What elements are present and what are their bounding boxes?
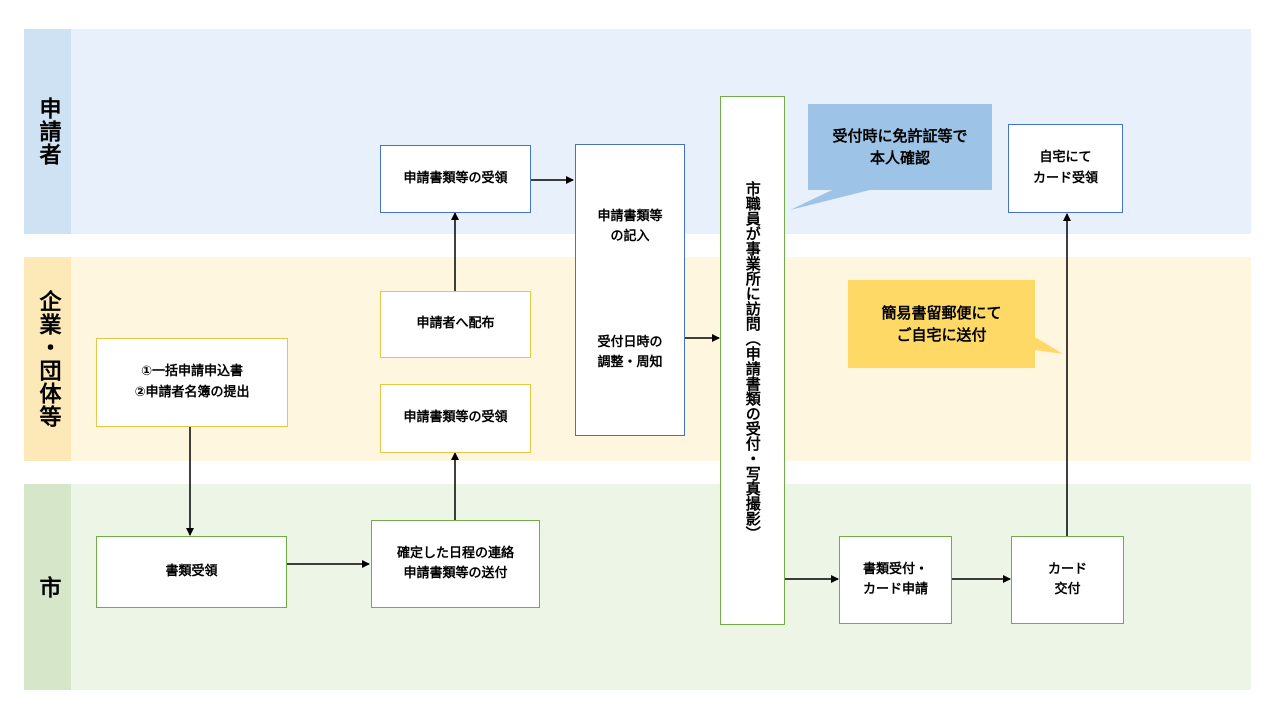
box-city-receive-documents: 書類受領 <box>96 536 287 608</box>
box-schedule-and-send: 確定した日程の連絡 申請書類等の送付 <box>371 520 540 608</box>
callout-id-check-shape <box>790 104 992 210</box>
adjust-schedule-text: 受付日時の 調整・周知 <box>597 335 663 371</box>
box-card-issue: カード 交付 <box>1011 536 1124 624</box>
city-staff-visit-text: 市職員が事業所に訪問（申請書類の受付・写真撮影） <box>743 180 762 541</box>
box-fill-and-adjust: 申請書類等 の記入 受付日時の 調整・周知 <box>575 144 685 436</box>
box-applicant-receive-documents: 申請書類等の受領 <box>380 145 531 213</box>
callout-mail-shape <box>848 280 1063 368</box>
box-city-staff-visit: 市職員が事業所に訪問（申請書類の受付・写真撮影） <box>720 96 785 625</box>
lane-applicant-label: 申請者 <box>35 97 61 166</box>
callout-mail-delivery: 簡易書留郵便にて ご自宅に送付 <box>881 303 1002 345</box>
fill-documents-text: 申請書類等 の記入 <box>597 208 663 244</box>
box-document-accept-card-apply: 書類受付・ カード申請 <box>839 536 952 624</box>
box-company-receive-documents: 申請書類等の受領 <box>380 384 531 453</box>
lane-city-header: 市 <box>24 484 71 690</box>
box-home-card-receipt: 自宅にて カード受領 <box>1008 124 1123 213</box>
lane-company-label: 企業・団体等 <box>35 290 61 428</box>
callout-id-check: 受付時に免許証等で 本人確認 <box>832 126 968 168</box>
box-distribute-to-applicants: 申請者へ配布 <box>380 291 531 358</box>
box-submit-application: ①一括申請申込書 ②申請者名簿の提出 <box>96 338 288 427</box>
lane-city-label: 市 <box>35 575 61 599</box>
lane-applicant-header: 申請者 <box>24 29 71 234</box>
lane-company-header: 企業・団体等 <box>24 257 71 461</box>
